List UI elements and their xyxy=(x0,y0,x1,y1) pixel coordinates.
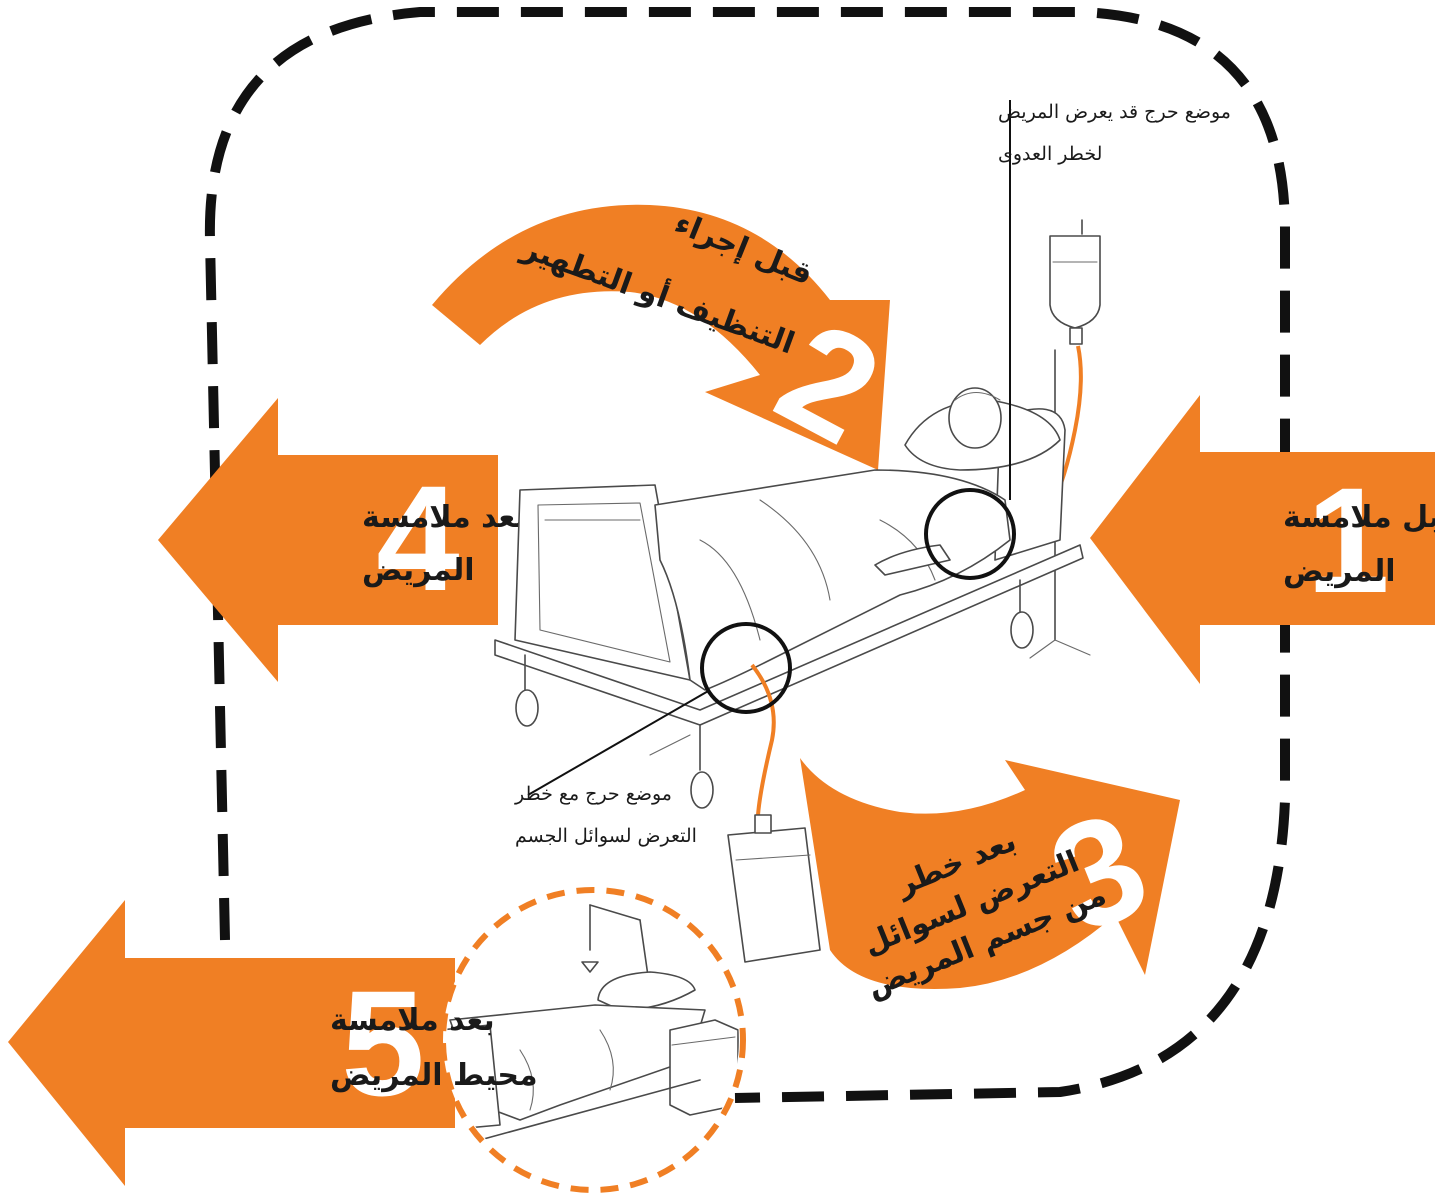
moment-5-number: 5 xyxy=(341,959,424,1127)
moment-3-arrow: 3 بعد خطر التعرض لسوائل من جسم المريض xyxy=(800,758,1180,1005)
critical-site-iv xyxy=(924,488,1016,580)
moment-2-arrow: 2 قبل إجراء التنظيف أو التطهير xyxy=(432,204,906,476)
moment-1-label-line2: المريض xyxy=(1283,554,1396,589)
patient-surroundings-inset xyxy=(440,887,746,1193)
patient-bed-illustration xyxy=(494,387,1084,963)
top-note-line2: لخطر العدوى xyxy=(998,143,1102,165)
patient-zone-boundary xyxy=(204,7,1290,1103)
moment-1-number: 1 xyxy=(1306,456,1389,624)
moment-1-label-line1: قبل ملامسة xyxy=(1283,500,1435,535)
bottom-note-line1: موضع حرج مع خطر xyxy=(514,783,672,805)
bottom-note-pointer xyxy=(527,689,711,796)
top-note-line1: موضع حرج قد يعرض المريض xyxy=(998,101,1231,123)
bottom-note-line2: التعرض لسوائل الجسم xyxy=(515,825,697,847)
moment-1-arrow: 1 قبل ملامسة المريض xyxy=(1090,395,1435,684)
moment-4-label-line2: المريض xyxy=(362,553,475,588)
moment-5-label-line2: محيط المريض xyxy=(330,1058,538,1093)
moment-5-label-line1: بعد ملامسة xyxy=(330,1003,495,1038)
moment-4-label-line1: بعد ملامسة xyxy=(362,500,527,535)
critical-site-catheter xyxy=(700,622,792,714)
moment-4-number: 4 xyxy=(376,454,459,622)
moment-5-arrow xyxy=(8,900,455,1186)
moment-4-arrow: 4 بعد ملامسة المريض xyxy=(158,398,527,682)
